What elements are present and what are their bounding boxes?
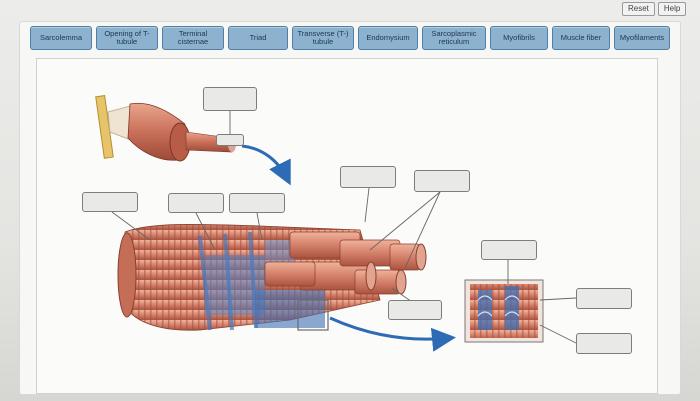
drop-target-9[interactable]: [388, 300, 442, 320]
drop-target-3[interactable]: [82, 192, 138, 212]
label-chip-myofibrils[interactable]: Myofibrils: [490, 26, 548, 50]
label-chip-transverse-tubule[interactable]: Transverse (T-) tubule: [292, 26, 354, 50]
drop-target-8[interactable]: [481, 240, 537, 260]
drop-target-2[interactable]: [216, 134, 244, 146]
drop-target-5[interactable]: [229, 193, 285, 213]
drop-target-1[interactable]: [203, 87, 257, 111]
help-button[interactable]: Help: [657, 2, 687, 16]
drop-target-11[interactable]: [576, 333, 632, 354]
label-chip-triad[interactable]: Triad: [228, 26, 288, 50]
reset-button[interactable]: Reset: [622, 2, 655, 16]
drop-target-6[interactable]: [340, 166, 396, 188]
label-chip-terminal-cisternae[interactable]: Terminal cisternae: [162, 26, 224, 50]
magnify-arrow-1: [241, 144, 291, 186]
label-chip-sarcoplasmic-reticulum[interactable]: Sarcoplasmic reticulum: [422, 26, 486, 50]
label-chip-muscle-fiber[interactable]: Muscle fiber: [552, 26, 610, 50]
label-chip-opening-of-t-tubule[interactable]: Opening of T-tubule: [96, 26, 158, 50]
magnified-inset: [464, 279, 544, 343]
label-chip-sarcolemma[interactable]: Sarcolemma: [30, 26, 92, 50]
drop-target-7[interactable]: [414, 170, 470, 192]
drop-target-4[interactable]: [168, 193, 224, 213]
whole-muscle: [127, 102, 236, 162]
label-bank: Sarcolemma Opening of T-tubule Terminal …: [30, 26, 678, 56]
drop-target-10[interactable]: [576, 288, 632, 309]
label-chip-myofilaments[interactable]: Myofilaments: [614, 26, 670, 50]
top-toolbar: Reset Help: [622, 2, 687, 16]
muscle-fiber-bundle: [117, 223, 427, 331]
magnify-arrow-2: [329, 316, 456, 352]
label-chip-endomysium[interactable]: Endomysium: [358, 26, 418, 50]
